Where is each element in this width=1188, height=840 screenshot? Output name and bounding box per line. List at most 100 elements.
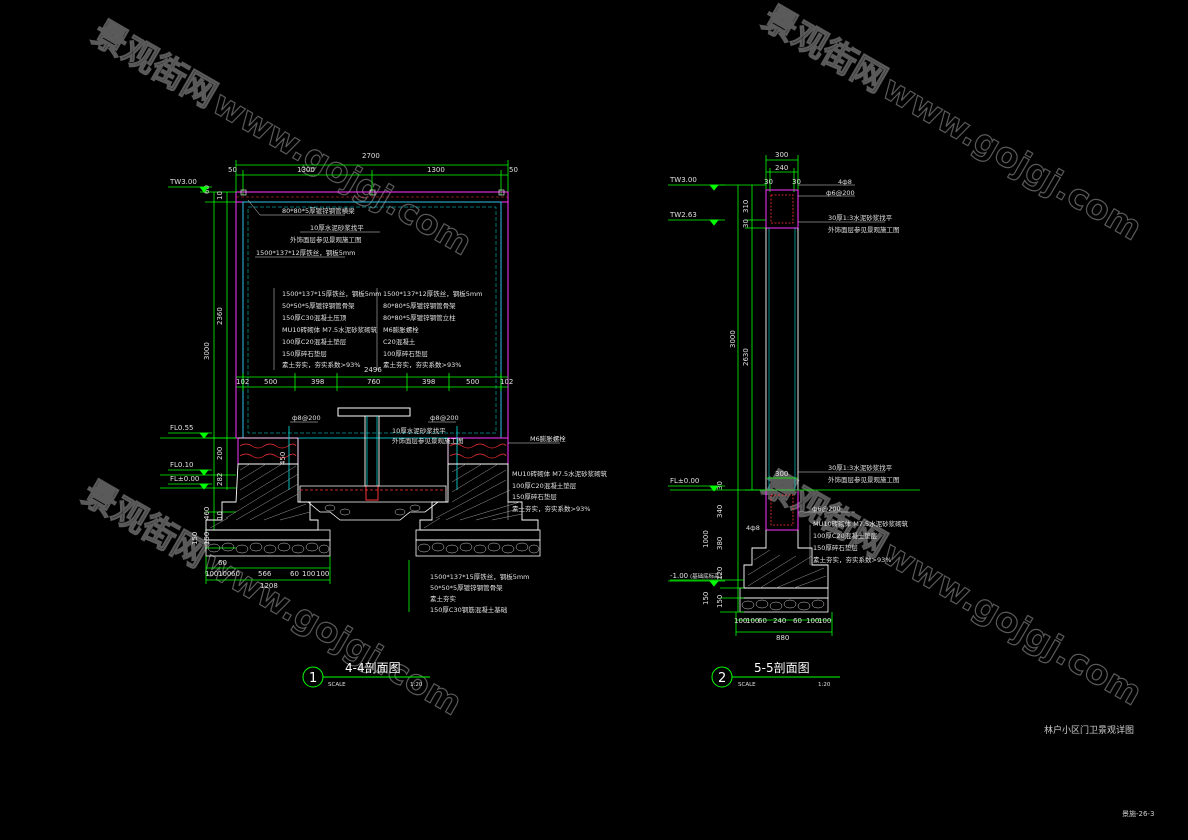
s1-note-top-2: 外饰面层参见景观施工图 <box>290 235 362 244</box>
s1-dim-l6: 282 <box>216 473 224 486</box>
s2-dim-b8: 300 <box>775 470 788 478</box>
s1-hatching <box>209 463 523 529</box>
s1-dim-m7: 2496 <box>364 366 382 374</box>
s2-scale-label: SCALE <box>738 682 756 688</box>
s1-note-right-2: 80*80*5厚镀锌钢管立柱 <box>383 313 456 322</box>
s1-scale-label: SCALE <box>328 682 346 688</box>
s1-title-block: 1 4-4剖面图 SCALE 1:20 <box>302 661 430 688</box>
s2-note-mid-3: 4ф8 <box>746 524 760 532</box>
s1-dim-edge-r: 50 <box>509 166 518 174</box>
s1-note-bot-0: 1500*137*15厚铁丝，钢板5mm <box>430 572 530 581</box>
footer-drawing-no: 景施-26-3 <box>1122 809 1154 818</box>
s2-dim-t0: 300 <box>775 151 788 159</box>
watermark-cn-3: 景观街网 <box>76 473 214 576</box>
s2-dim-b3: 240 <box>773 617 786 625</box>
s2-dim-b2: 60 <box>758 617 767 625</box>
s1-note-right-5: 100厚碎石垫层 <box>383 349 428 358</box>
s2-dim-l7: 380 <box>716 537 724 550</box>
s2-level-tw300: TW3.00 <box>669 176 697 184</box>
watermark-cn-1: 景观街网 <box>86 13 224 116</box>
s2-note-top-0: 4ф8 <box>838 178 852 186</box>
s2-title: 5-5剖面图 <box>754 661 810 675</box>
s1-dim-right: 1300 <box>427 166 445 174</box>
s1-note-right-0: 1500*137*12厚铁丝，钢板5mm <box>383 289 483 298</box>
s1-note-mid-1: ф8@200 <box>430 414 459 422</box>
s2-dim-l3: 2630 <box>742 348 750 366</box>
s2-dim-l8: 120 <box>716 567 724 580</box>
s2-note-fdn-0: MU10砖砌体 M7.5水泥砂浆砌筑 <box>813 519 909 528</box>
s1-dim-edge-l: 50 <box>228 166 237 174</box>
s1-dim-l3: 2360 <box>216 307 224 325</box>
s1-note-left-5: 150厚碎石垫层 <box>282 349 327 358</box>
s1-level-fl010: FL0.10 <box>170 461 194 469</box>
s2-dim-l1: 30 <box>742 219 750 228</box>
s2-dim-b6: 100 <box>818 617 831 625</box>
s1-note-left-0: 1500*137*15厚铁丝，钢板5mm <box>282 289 382 298</box>
s1-dim-total: 2700 <box>362 152 380 160</box>
s1-note-mid-4: M6膨胀螺栓 <box>530 434 566 443</box>
s2-level-note: (基础底标高) <box>690 572 722 580</box>
s2-note-fdn-1: 100厚C20混凝土垫层 <box>813 531 878 540</box>
s1-note-left-1: 50*50*5厚镀锌钢管骨架 <box>282 301 355 310</box>
s1-note-left-3: MU10砖砌体 M7.5水泥砂浆砌筑 <box>282 325 378 334</box>
s2-title-block: 2 5-5剖面图 SCALE 1:20 <box>711 661 840 688</box>
s1-dim-m1: 500 <box>264 378 277 386</box>
section-5-5: 300 240 30 30 <box>668 151 920 688</box>
s2-dim-b0: 100 <box>734 617 747 625</box>
s1-note-mid-3: 外饰面层参见景观施工图 <box>392 436 464 445</box>
s1-left-dimensions <box>160 191 236 549</box>
s2-column <box>739 189 829 613</box>
footer: 林户小区门卫景观详图 景施-26-3 <box>1044 724 1154 818</box>
s1-note-right-1: 80*80*5厚镀锌钢管骨架 <box>383 301 456 310</box>
s1-note-left-4: 100厚C20混凝土垫层 <box>282 337 347 346</box>
s2-level-tw263: TW2.63 <box>669 211 697 219</box>
s1-t-post <box>299 407 447 503</box>
s1-note-top-0: 80*80*5厚镀锌钢管横梁 <box>282 206 355 215</box>
s1-footings <box>205 463 541 557</box>
s2-dim-l4: 30 <box>716 481 724 490</box>
s1-dim-l0: 60 <box>203 185 211 194</box>
s1-note-top-3: 1500*137*12厚铁丝，钢板5mm <box>256 248 356 257</box>
s2-dim-b7: 880 <box>776 634 789 642</box>
s1-dim-l5: 450 <box>279 452 287 465</box>
s1-dim-m4: 398 <box>422 378 435 386</box>
s1-dim-l2: 3000 <box>203 342 211 360</box>
s1-note-bot-1: 50*50*5厚镀锌钢管骨架 <box>430 583 503 592</box>
s1-dim-l9: 150 <box>191 532 199 545</box>
s2-dim-l10: 150 <box>716 595 724 608</box>
s2-level-fl000: FL±0.00 <box>670 477 699 485</box>
s2-dim-b1: 100 <box>746 617 759 625</box>
s2-title-number: 2 <box>718 671 726 686</box>
s2-note-fdn-3: 素土夯实，夯实系数>93% <box>813 555 891 564</box>
s1-note-fdn-1: 100厚C20混凝土垫层 <box>512 481 577 490</box>
s1-dim-b5: 60 <box>290 570 299 578</box>
s2-dim-b4: 60 <box>793 617 802 625</box>
s1-title: 4-4剖面图 <box>345 661 401 675</box>
s2-note-fdn-2: 150厚碎石垫层 <box>813 543 858 552</box>
s2-note-top-3: 外饰面层参见景观施工图 <box>828 225 900 234</box>
s1-gravel <box>207 504 540 554</box>
watermark-url-2: www.gojgj.com <box>876 68 1149 249</box>
s1-dim-b7: 100 <box>316 570 329 578</box>
s2-dim-l5: 340 <box>716 505 724 518</box>
s1-note-mid-2: 10厚水泥砂浆找平 <box>392 426 446 435</box>
footer-caption: 林户小区门卫景观详图 <box>1044 724 1134 736</box>
s2-dim-t3: 30 <box>792 178 801 186</box>
s1-dim-b8: 1208 <box>260 582 278 590</box>
s1-dim-m3: 760 <box>367 378 380 386</box>
s1-sign-frame <box>235 189 509 439</box>
s2-note-mid-1: 外饰面层参见景观施工图 <box>828 475 900 484</box>
s2-dim-t1: 240 <box>775 164 788 172</box>
s1-dim-m2: 398 <box>311 378 324 386</box>
s1-note-right-6: 素土夯实，夯实系数>93% <box>383 360 461 369</box>
s2-hatching <box>747 549 827 589</box>
s2-note-mid-2: ф6@200 <box>812 505 841 513</box>
s1-dim-left: 1300 <box>297 166 315 174</box>
s1-note-bot-3: 150厚C30钢筋混凝土基础 <box>430 605 508 614</box>
s1-scale-value: 1:20 <box>410 682 423 688</box>
s2-scale-value: 1:20 <box>818 682 831 688</box>
s1-note-left-2: 150厚C30混凝土压顶 <box>282 313 347 322</box>
s2-dim-l9: 150 <box>702 592 710 605</box>
s1-dim-l10: 10 <box>216 511 224 520</box>
